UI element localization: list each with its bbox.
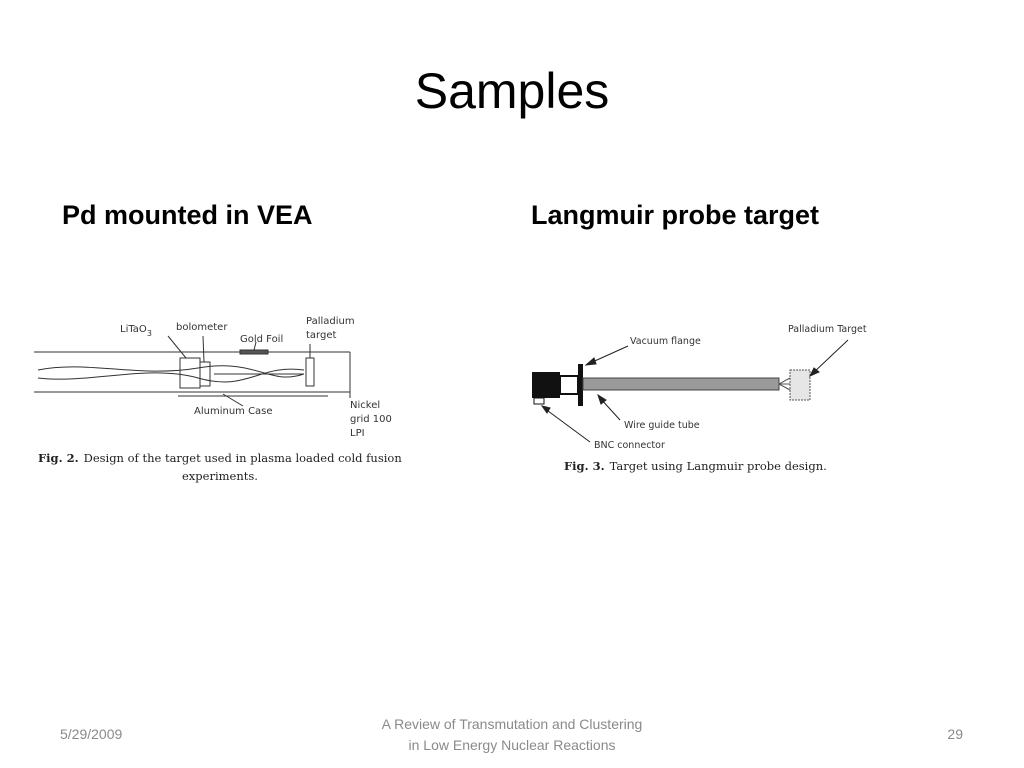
vacuum-flange bbox=[578, 364, 583, 406]
left-column-heading: Pd mounted in VEA bbox=[62, 200, 313, 230]
footer-date: 5/29/2009 bbox=[60, 726, 123, 742]
slide-title: Samples bbox=[414, 63, 610, 119]
label-bolometer: bolometer bbox=[176, 322, 228, 333]
langmuir-probe-diagram: Vacuum flange Palladium Target Wire guid… bbox=[532, 324, 867, 473]
label-vacuum-flange: Vacuum flange bbox=[630, 336, 701, 347]
fig2-caption-line2: experiments. bbox=[182, 469, 258, 483]
palladium-target bbox=[789, 369, 811, 401]
leader-litao bbox=[167, 335, 187, 359]
leader-bolometer bbox=[202, 335, 205, 363]
footer-title: A Review of Transmutation and Clustering… bbox=[312, 714, 712, 756]
wire-guide-tube bbox=[582, 377, 780, 391]
label-palladium: Palladium bbox=[306, 316, 355, 327]
arrow-bnc bbox=[543, 407, 591, 443]
leader-aluminum bbox=[222, 393, 244, 407]
footer-title-line1: A Review of Transmutation and Clustering bbox=[381, 716, 643, 732]
wire-2 bbox=[37, 368, 305, 383]
palladium-target-plate bbox=[305, 357, 315, 387]
fig3-caption: Fig. 3.Target using Langmuir probe desig… bbox=[564, 459, 827, 473]
arrow-palladium-target bbox=[811, 339, 849, 375]
label-palladium-target: Palladium Target bbox=[788, 324, 867, 335]
bnc-connector-body bbox=[532, 372, 560, 398]
gold-foil bbox=[239, 349, 269, 355]
fig2-caption-line1: Fig. 2.Design of the target used in plas… bbox=[38, 451, 402, 465]
arrow-head-wire-guide bbox=[597, 393, 607, 405]
label-bnc-connector: BNC connector bbox=[594, 440, 665, 451]
arrow-head-palladium bbox=[808, 367, 820, 378]
vea-target-diagram: LiTaO3 bolometer Gold Foil Palladium tar… bbox=[34, 316, 402, 483]
bnc-adapter bbox=[559, 375, 579, 395]
right-column-heading: Langmuir probe target bbox=[531, 200, 820, 230]
footer-page-number: 29 bbox=[947, 726, 963, 742]
label-wire-guide-tube: Wire guide tube bbox=[624, 420, 700, 431]
label-nickel: Nickel bbox=[350, 400, 380, 411]
bnc-connector-pin bbox=[533, 397, 545, 405]
footer-title-line2: in Low Energy Nuclear Reactions bbox=[408, 737, 616, 753]
wire-1 bbox=[37, 365, 305, 378]
arrow-head-bnc bbox=[540, 405, 551, 414]
bolometer-block bbox=[199, 361, 211, 387]
label-gold-foil: Gold Foil bbox=[240, 334, 283, 345]
label-aluminum-case: Aluminum Case bbox=[194, 406, 273, 417]
leader-gold-foil bbox=[253, 341, 257, 351]
label-litao: LiTaO3 bbox=[120, 324, 152, 338]
label-lpi: LPI bbox=[350, 428, 365, 439]
label-target: target bbox=[306, 330, 336, 341]
target-wires bbox=[778, 377, 791, 391]
litao3-crystal bbox=[179, 357, 201, 389]
arrow-head-vacuum bbox=[584, 357, 597, 366]
label-grid: grid 100 bbox=[350, 414, 392, 425]
